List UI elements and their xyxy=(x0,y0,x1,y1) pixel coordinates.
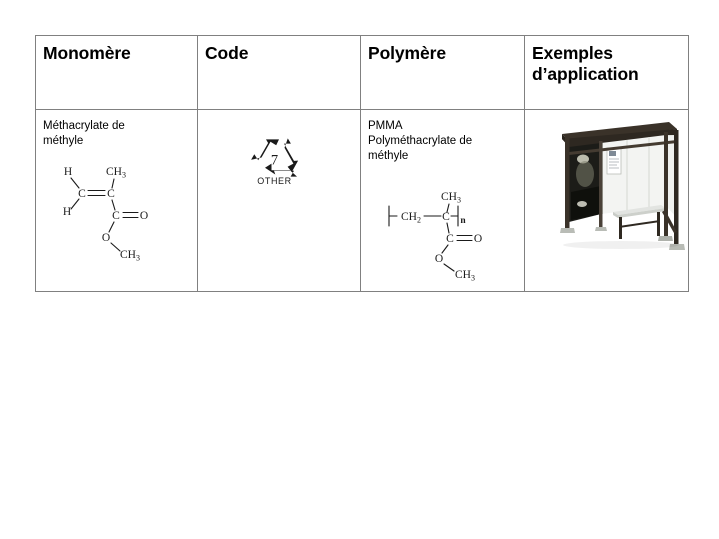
cell-code: 7 OTHER xyxy=(197,108,361,293)
svg-text:CH3: CH3 xyxy=(120,249,140,262)
column-header-example-label: Exemples d’application xyxy=(532,43,639,84)
svg-text:CH2: CH2 xyxy=(401,211,421,225)
column-header-example: Exemples d’application xyxy=(524,35,689,110)
svg-text:C: C xyxy=(446,233,454,245)
column-header-monomer-label: Monomère xyxy=(43,43,131,63)
recycling-triangle-icon: 7 OTHER xyxy=(251,137,299,186)
polymer-name: Polyméthacrylate de méthyle xyxy=(368,134,473,163)
recycling-code-container: 7 OTHER xyxy=(198,110,360,291)
cell-monomer: Méthacrylate de méthyle H CH3 C C H xyxy=(35,108,198,293)
monomer-structure-container: H CH3 C C H C O O xyxy=(36,149,197,269)
monomer-name: Méthacrylate de méthyle xyxy=(43,119,125,147)
svg-text:7: 7 xyxy=(271,152,278,168)
methyl-methacrylate-structure-icon: H CH3 C C H C O O xyxy=(63,166,148,262)
svg-text:CH3: CH3 xyxy=(441,191,461,205)
cell-example xyxy=(524,108,689,293)
column-header-polymer: Polymère xyxy=(360,35,525,110)
svg-text:H: H xyxy=(63,206,71,218)
polymer-table: Monomère Code Polymère Exemples d’applic… xyxy=(35,35,689,293)
svg-text:C: C xyxy=(78,188,86,200)
svg-text:H: H xyxy=(64,166,72,178)
example-image-container xyxy=(525,110,688,291)
cell-polymer: PMMA Polyméthacrylate de méthyle CH2 C n… xyxy=(360,108,525,293)
table-header-row: Monomère Code Polymère Exemples d’applic… xyxy=(35,35,689,110)
svg-text:O: O xyxy=(474,233,482,245)
svg-text:O: O xyxy=(140,210,148,222)
column-header-monomer: Monomère xyxy=(35,35,198,110)
svg-text:C: C xyxy=(442,211,450,223)
svg-text:O: O xyxy=(435,253,443,265)
svg-text:CH3: CH3 xyxy=(455,269,475,281)
table-row: Méthacrylate de méthyle H CH3 C C H xyxy=(35,108,689,293)
polymer-structure-container: CH2 C n CH3 C O O CH3 xyxy=(361,164,524,284)
svg-text:CH3: CH3 xyxy=(106,166,126,180)
bus-shelter-photo xyxy=(529,113,685,286)
pmma-repeat-unit-structure-icon: CH2 C n CH3 C O O CH3 xyxy=(388,191,482,281)
column-header-polymer-label: Polymère xyxy=(368,43,446,63)
column-header-code-label: Code xyxy=(205,43,249,63)
polymer-abbreviation: PMMA xyxy=(368,119,403,132)
svg-text:C: C xyxy=(107,188,115,200)
svg-text:O: O xyxy=(102,232,110,244)
svg-text:OTHER: OTHER xyxy=(257,176,292,186)
svg-text:C: C xyxy=(112,210,120,222)
column-header-code: Code xyxy=(197,35,361,110)
svg-text:n: n xyxy=(460,216,466,226)
